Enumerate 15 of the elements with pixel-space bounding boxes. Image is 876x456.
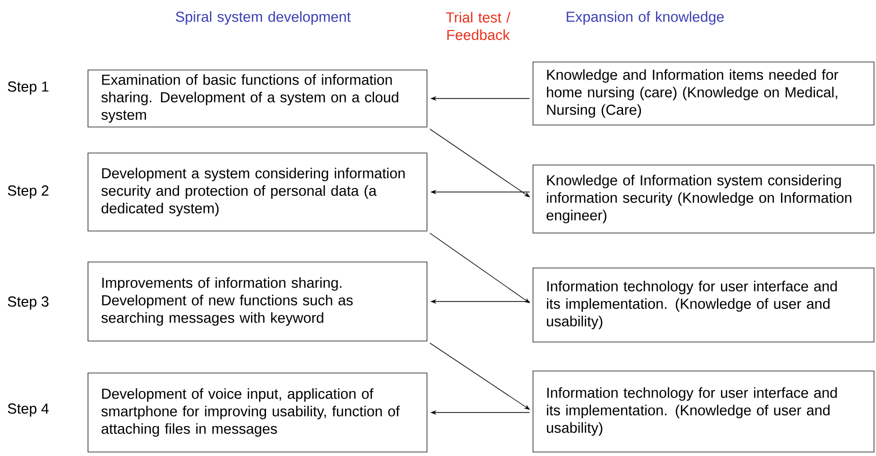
text-box: Information technology for user interface and its implementation. (Knowledge of user and usability) (532, 268, 874, 342)
text-box: Development of voice input, application of smartphone for improving usability, function of attaching files in messages (88, 372, 428, 452)
heading: Expansion of knowledge (566, 11, 724, 25)
step-label: Step 3 (8, 296, 48, 310)
text-box: Knowledge of Information system considering information security (Knowledge on Information engineer) (532, 164, 874, 234)
text-box: Development a system considering information security and protection of personal data (a dedicated system) (88, 152, 428, 232)
text-box: Examination of basic functions of information sharing. Development of a system on a cloud system (88, 70, 428, 128)
text-box: Knowledge and Information items needed for home nursing (care) (Knowledge on Medical, Nursing (Care) (532, 62, 874, 126)
step-label: Step 2 (8, 185, 48, 199)
step-label: Step 1 (8, 81, 48, 95)
step-label: Step 4 (8, 403, 49, 417)
heading: Trial test / Feedback (446, 12, 510, 40)
text-box: Improvements of information sharing. Development of new functions such as searching messages with keyword (88, 262, 428, 342)
heading: Spiral system development (176, 11, 351, 25)
text-box: Information technology for user interface and its implementation. (Knowledge of user and usability) (532, 370, 874, 452)
